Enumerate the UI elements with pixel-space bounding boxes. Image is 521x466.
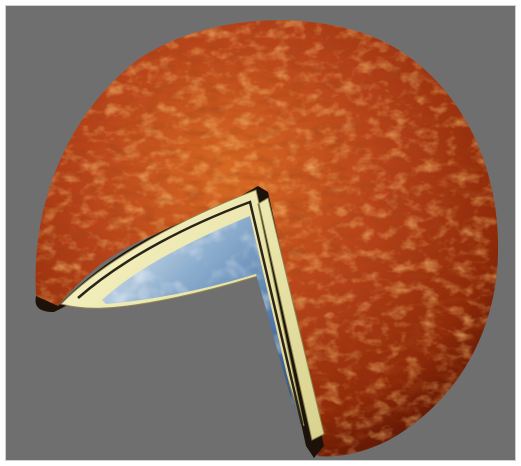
render-viewport xyxy=(5,5,516,461)
scene-canvas xyxy=(6,6,516,461)
